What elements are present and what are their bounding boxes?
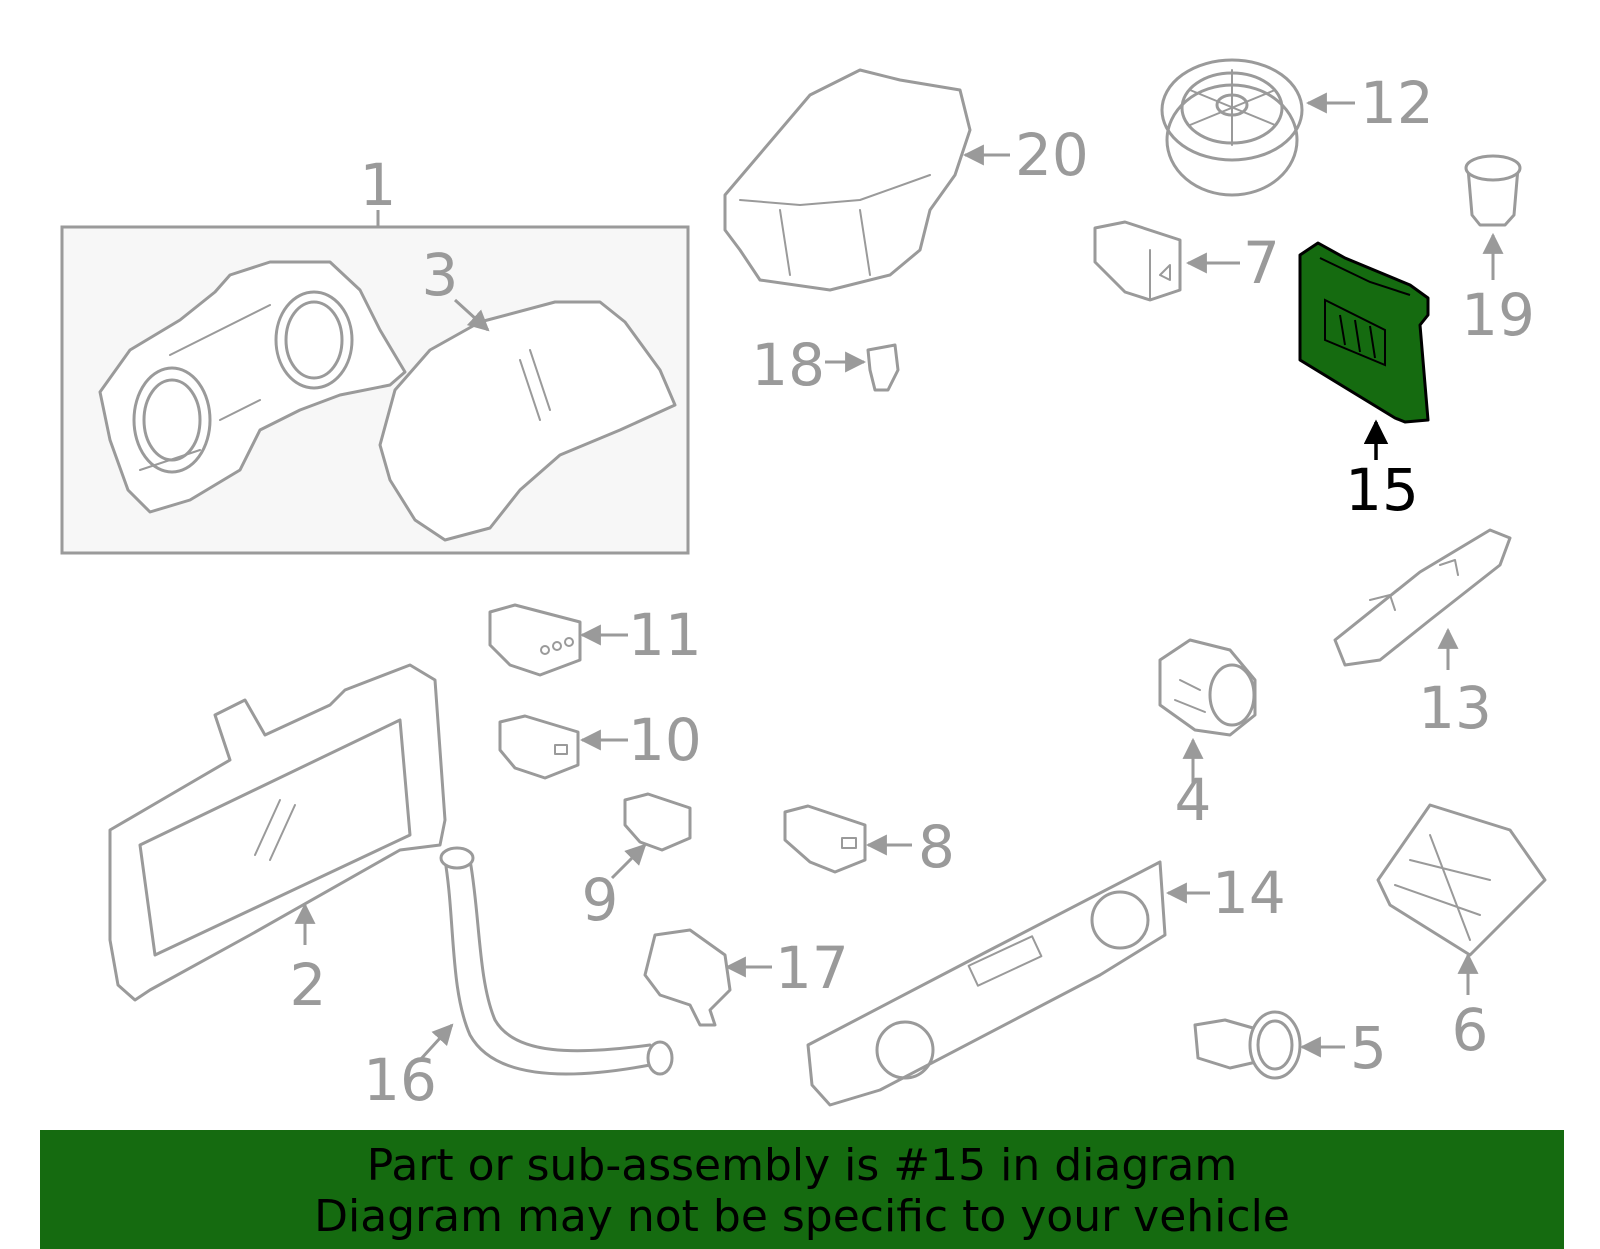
callout-18: 18 [751,331,825,399]
part-20: 20 [723,68,1089,292]
callout-4: 4 [1175,766,1212,834]
part-16-hose: 16 [363,846,674,1114]
callout-16: 16 [363,1046,437,1114]
callout-14: 14 [1212,859,1286,927]
callout-1: 1 [360,151,397,219]
callout-6: 6 [1452,996,1489,1064]
part-9: 9 [582,792,692,934]
cluster-lens-part: 3 [378,241,677,542]
callout-3: 3 [422,241,459,309]
part-7-switch: 7 [1093,220,1280,302]
part-18: 18 [751,331,900,399]
part-8: 8 [783,804,955,881]
part-10: 10 [498,706,702,780]
callout-8: 8 [918,813,955,881]
callout-10: 10 [628,706,702,774]
part-4-knob: 4 [1158,638,1257,834]
part-12-speaker: 12 [1160,58,1434,197]
banner-line-2: Diagram may not be specific to your vehi… [314,1191,1290,1242]
part-15-module[interactable]: 15 [1298,241,1430,524]
callout-20: 20 [1015,121,1089,189]
part-19: 19 [1461,154,1535,349]
banner-line-1: Part or sub-assembly is #15 in diagram [366,1140,1238,1191]
part-5: 5 [1193,1010,1387,1082]
part-6: 6 [1376,803,1547,1064]
callout-9: 9 [582,866,619,934]
callout-7: 7 [1243,229,1280,297]
info-banner: Part or sub-assembly is #15 in diagram D… [40,1130,1564,1249]
part-11: 11 [488,601,702,677]
callout-13: 13 [1418,674,1492,742]
callout-17: 17 [775,934,849,1002]
callout-15: 15 [1345,456,1419,524]
part-13: 13 [1333,528,1512,742]
callout-2: 2 [290,951,327,1019]
callout-5: 5 [1350,1014,1387,1082]
part-2-display: 2 [108,663,447,1019]
part-14-panel: 14 [806,859,1286,1107]
callout-19: 19 [1461,281,1535,349]
callout-11: 11 [628,601,702,669]
part-17: 17 [643,928,849,1027]
callout-12: 12 [1360,69,1434,137]
cluster-housing-part [98,260,407,514]
